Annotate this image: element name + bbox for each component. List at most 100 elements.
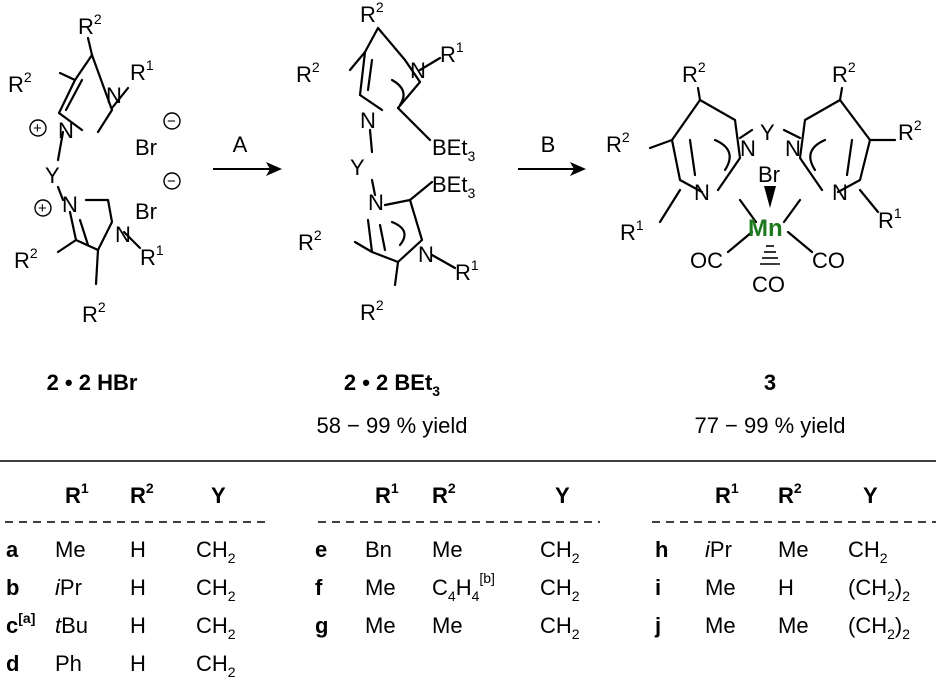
cell-y: CH2 [196, 651, 236, 680]
cell-y: CH2 [196, 613, 236, 642]
upper-ring-double-bond [64, 78, 84, 112]
upper-substituent-bonds [58, 36, 130, 110]
bromide-lower: Br [135, 199, 157, 224]
compound-id: a [6, 537, 19, 562]
atom-n-right-upper: N [785, 136, 801, 161]
atom-r2-upper-left: R2 [8, 69, 32, 97]
upper-ring-bonds [358, 26, 422, 112]
upper-ring-double-bond [366, 58, 374, 92]
header-r2: R2 [432, 480, 456, 508]
atom-r2-left: R2 [606, 129, 630, 157]
minus-charge-lower [163, 172, 181, 190]
atom-co-bottom: CO [752, 272, 785, 297]
compound-id: h [655, 537, 668, 562]
cell-r2: Me [432, 613, 463, 638]
atom-r2-right: R2 [898, 117, 922, 145]
upper-substituent-bonds [348, 50, 442, 142]
left-ring-bonds [670, 98, 742, 194]
atom-r2-top: R2 [78, 11, 102, 39]
cell-r1: Me [705, 575, 736, 600]
atom-bet3-lower: BEt3 [432, 172, 475, 201]
arrow-b: B [518, 132, 586, 176]
atom-n-upper-cationic: N [58, 118, 74, 143]
atom-n-upper-left: N [360, 108, 376, 133]
atom-r2-bottom: R2 [82, 299, 106, 327]
atom-n-left-lower: N [694, 180, 710, 205]
minus-sign-lower: − [167, 173, 176, 190]
compound-id: i [655, 575, 661, 600]
cell-y: CH2 [540, 537, 580, 566]
structure-2-2bet3: R2 R2 N R1 N BEt3 Y N BEt3 R2 N R1 R2 [296, 0, 479, 325]
left-substituent-bonds [648, 86, 702, 224]
label-2-2hbr: 2 • 2 HBr [47, 370, 138, 395]
header-y: Y [211, 483, 226, 508]
atom-n-lower-left: N [368, 190, 384, 215]
atom-r2-top-right: R2 [832, 59, 856, 87]
linker-bonds-middle [368, 128, 377, 197]
upper-ring-bonds [57, 53, 114, 134]
atom-br-mn: Br [758, 162, 780, 187]
cell-r1: Bn [365, 537, 392, 562]
cell-y: (CH2)2 [848, 613, 910, 642]
compound-id: b [6, 575, 19, 600]
cell-r1: Me [365, 575, 396, 600]
plus-sign-upper: + [33, 120, 42, 137]
arrow-a-label: A [233, 132, 248, 157]
cell-y: CH2 [196, 537, 236, 566]
header-r1: R1 [375, 480, 399, 508]
compound-id: d [6, 651, 19, 676]
cell-r1: Me [365, 613, 396, 638]
lower-substituent-bonds [353, 180, 457, 287]
atom-n-lower-right: N [418, 242, 434, 267]
bromide-upper: Br [135, 135, 157, 160]
cell-r1: Me [705, 613, 736, 638]
cell-r1: iPr [705, 537, 732, 562]
linker-bonds-right [738, 128, 802, 140]
plus-charge-upper [29, 119, 47, 137]
header-r1: R1 [715, 480, 739, 508]
structure-3: R2 R2 R2 R2 N Y N Br N N Mn R1 R1 OC CO … [606, 59, 922, 297]
mn-co-bonds [726, 230, 814, 254]
left-ring-arc [713, 138, 731, 172]
arrow-b-label: B [541, 132, 556, 157]
atom-y-middle: Y [350, 155, 365, 180]
atom-r2-bottom: R2 [360, 297, 384, 325]
mn-co-hashed-bond [760, 245, 780, 265]
lower-ring-double-bond [78, 218, 90, 247]
atom-co-right: CO [812, 248, 845, 273]
atom-n-right-lower: N [832, 180, 848, 205]
mn-br-wedge [764, 186, 776, 208]
atom-oc-left: OC [690, 248, 723, 273]
atom-r1-left: R1 [620, 217, 644, 245]
cell-r1: Ph [55, 651, 82, 676]
cell-y: CH2 [540, 575, 580, 604]
yield-3: 77 − 99 % yield [694, 413, 845, 438]
atom-mn: Mn [748, 215, 783, 242]
atom-r2-upper-left: R2 [296, 59, 320, 87]
arrow-a: A [213, 132, 282, 176]
right-ring-bonds [798, 98, 872, 194]
header-r1: R1 [65, 480, 89, 508]
atom-r2-lower-left: R2 [298, 227, 322, 255]
atom-n-upper-right: N [410, 58, 426, 83]
minus-sign-upper: − [167, 113, 176, 130]
cell-y: CH2 [540, 613, 580, 642]
linker-bonds-left [56, 130, 65, 202]
atom-r1-lower: R1 [140, 242, 164, 270]
label-3: 3 [764, 370, 776, 395]
compound-id: j [654, 613, 661, 638]
upper-ring-arc [390, 78, 405, 107]
label-2-2bet3: 2 • 2 BEt3 [344, 370, 440, 399]
cell-r1: tBu [55, 613, 88, 638]
structure-2-2hbr: R2 R2 N R1 N + Br − Y + N Br − N R1 R2 R… [8, 11, 181, 327]
atom-n-lower-right: N [115, 222, 131, 247]
atom-r2-top: R2 [360, 0, 384, 27]
lower-ring-bonds [366, 198, 424, 264]
atom-y-left: Y [45, 163, 60, 188]
left-ring-double-bond [688, 138, 697, 177]
lower-substituent-bonds [56, 230, 142, 286]
cell-r2: H [778, 575, 794, 600]
cell-r2: H [130, 613, 146, 638]
lower-ring-bonds [68, 198, 114, 252]
